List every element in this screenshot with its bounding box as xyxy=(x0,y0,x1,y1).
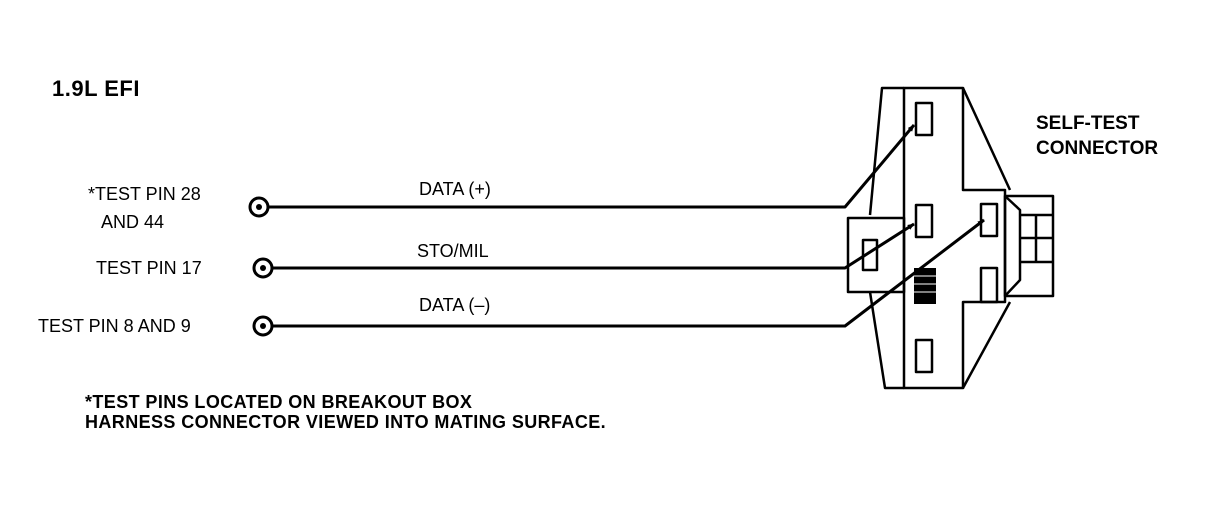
pin-label-28-44: *TEST PIN 28 AND 44 xyxy=(88,180,201,236)
cavity-empty-bottom xyxy=(914,338,934,374)
wire-data-minus xyxy=(272,218,985,328)
pin-label-8-9: TEST PIN 8 AND 9 xyxy=(38,316,191,336)
test-pin-8-9-jack xyxy=(252,315,274,337)
cavity-data-minus xyxy=(979,202,999,238)
pin-label-17: TEST PIN 17 xyxy=(96,258,202,278)
connector-flange-upper xyxy=(868,86,1012,216)
test-pin-17-jack xyxy=(252,257,274,279)
pin-label-line2: AND 44 xyxy=(101,212,165,232)
connector-flange-lower xyxy=(868,291,1012,390)
cavity-data-plus xyxy=(914,101,934,137)
wire-data-plus xyxy=(268,124,916,209)
connector-left-latch-inner xyxy=(861,238,879,272)
cavity-empty-right xyxy=(979,266,999,304)
connector-left-latch xyxy=(846,216,906,294)
cavity-sto-mil xyxy=(914,203,934,239)
signal-data-plus: DATA (+) xyxy=(419,179,491,199)
footnote: *TEST PINS LOCATED ON BREAKOUT BOX HARNE… xyxy=(85,392,606,432)
signal-sto-mil: STO/MIL xyxy=(417,241,489,261)
connector-label-line1: SELF-TEST xyxy=(1036,113,1140,134)
connector-label: SELF-TEST CONNECTOR xyxy=(1036,111,1158,161)
cavity-key-filled xyxy=(914,268,936,304)
signal-data-minus: DATA (–) xyxy=(419,295,491,315)
self-test-connector xyxy=(846,86,1055,390)
connector-label-line2: CONNECTOR xyxy=(1036,138,1159,159)
pin-label-line1: *TEST PIN 28 xyxy=(88,184,201,204)
diagram-title: 1.9L EFI xyxy=(52,76,140,101)
test-pin-28-44-jack xyxy=(248,196,270,218)
footnote-line2: HARNESS CONNECTOR VIEWED INTO MATING SUR… xyxy=(85,412,607,432)
connector-right-latch xyxy=(1003,194,1055,298)
connector-body xyxy=(902,86,1007,390)
wire-sto-mil xyxy=(272,222,915,270)
footnote-line1: *TEST PINS LOCATED ON BREAKOUT BOX xyxy=(85,392,473,412)
